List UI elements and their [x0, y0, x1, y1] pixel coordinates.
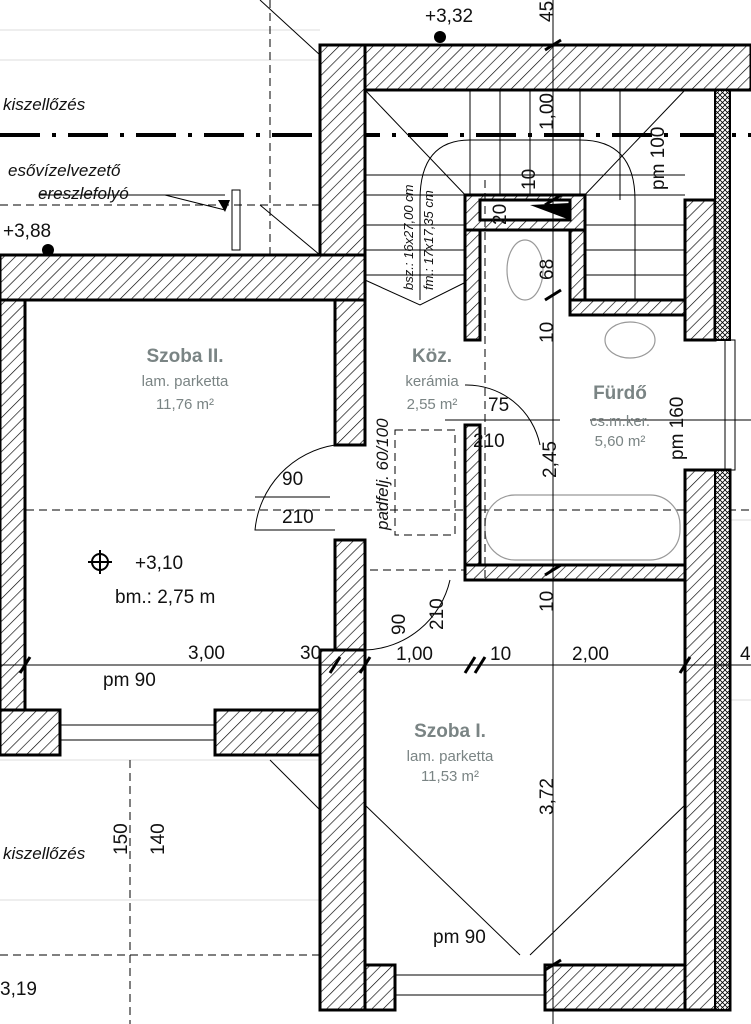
ventilation-label-top: kiszellőzés — [3, 95, 86, 114]
staircase — [364, 90, 685, 306]
fixtures — [370, 180, 681, 580]
room-area-szoba2: 11,76 m² — [156, 396, 214, 413]
room-name-koz: Köz. — [412, 346, 452, 367]
doors — [254, 384, 541, 651]
level-top: +3,32 — [425, 6, 473, 27]
dim-90b: 90 — [389, 614, 410, 635]
dim-pm90a: pm 90 — [103, 670, 156, 691]
dim-10d: 10 — [537, 591, 558, 612]
dim-68: 68 — [537, 259, 558, 280]
dim-pm90b: pm 90 — [433, 927, 486, 948]
downpipe — [231, 189, 241, 251]
dim-20: 20 — [490, 204, 511, 225]
dim-150: 150 — [111, 823, 132, 855]
level-eave: +3,88 — [3, 221, 51, 242]
room-area-furdo: 5,60 m² — [595, 433, 646, 450]
dim-100-vertical: 1,00 — [537, 93, 558, 130]
level-marker-icon — [434, 31, 446, 43]
room-floor-furdo: cs.m.ker. — [590, 413, 650, 430]
stair-label-1: bsz.: 16x27,00 cm — [401, 184, 416, 290]
dim-245: 2,45 — [540, 441, 561, 478]
dim-pm100: pm 100 — [648, 127, 669, 190]
level-marker-icon — [42, 244, 54, 256]
annotations: +3,32 45 kiszellőzés esővízelvezető eres… — [0, 1, 751, 1000]
toilet-icon — [506, 239, 544, 301]
ceiling-height: bm.: 2,75 m — [115, 587, 215, 608]
dim-30: 30 — [300, 643, 321, 664]
sink-icon — [604, 321, 656, 359]
windows — [59, 339, 736, 996]
dim-200: 2,00 — [572, 644, 609, 665]
dim-210a: 210 — [473, 431, 505, 452]
room-floor-szoba1: lam. parketta — [407, 748, 494, 765]
dim-100-horizontal: 1,00 — [396, 644, 433, 665]
level-room2: +3,10 — [135, 553, 183, 574]
dim-90a: 90 — [282, 469, 303, 490]
dim-210c: 210 — [427, 598, 448, 630]
downpipe-label-2: ereszlefolyó — [38, 184, 129, 203]
ventilation-label-bottom: kiszellőzés — [3, 844, 86, 863]
room-name-szoba1: Szoba I. — [414, 721, 486, 742]
attic-hatch-label: padfelj. 60/100 — [373, 418, 392, 531]
dim-4: 4 — [740, 644, 751, 665]
background-grid — [0, 29, 751, 901]
room-name-szoba2: Szoba II. — [146, 346, 223, 367]
dim-10a: 10 — [519, 169, 540, 190]
dim-210b: 210 — [282, 507, 314, 528]
bathtub-icon — [484, 494, 681, 561]
dim-140: 140 — [148, 823, 169, 855]
dim-pm160: pm 160 — [667, 397, 688, 460]
room-floor-koz: kerámia — [405, 373, 459, 390]
dim-45: 45 — [537, 1, 558, 22]
room-area-szoba1: 11,53 m² — [421, 768, 479, 785]
stair-label-2: fm.: 17x17,35 cm — [421, 190, 436, 290]
dim-300: 3,00 — [188, 643, 225, 664]
dim-10c: 10 — [490, 644, 511, 665]
room-name-furdo: Fürdő — [593, 383, 647, 404]
level-bottom-left: 3,19 — [0, 979, 37, 1000]
room-floor-szoba2: lam. parketta — [142, 373, 229, 390]
level-markers — [40, 31, 446, 574]
dim-75: 75 — [488, 395, 509, 416]
dim-372: 3,72 — [537, 778, 558, 815]
room-area-koz: 2,55 m² — [407, 396, 458, 413]
downpipe-label-1: esővízelvezető — [8, 161, 121, 180]
attic-hatch — [394, 429, 456, 536]
dim-10b: 10 — [537, 322, 558, 343]
